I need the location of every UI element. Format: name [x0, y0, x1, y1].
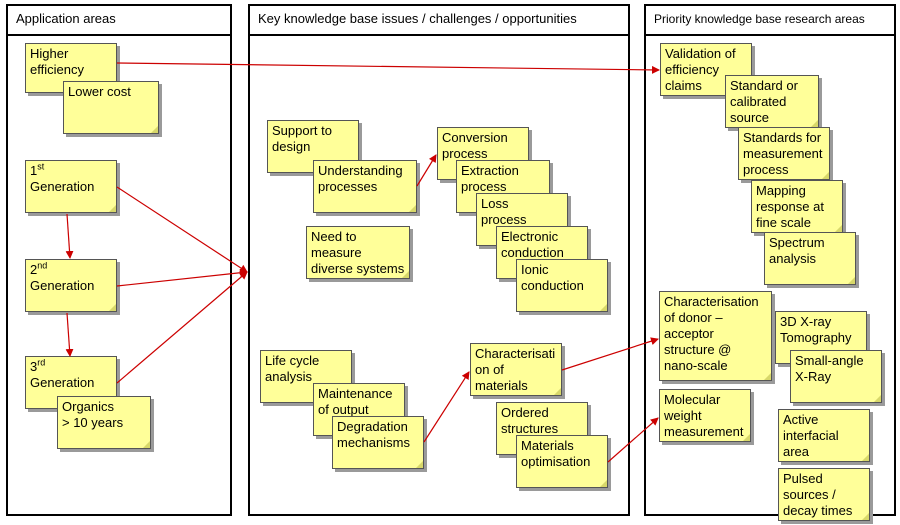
note-lower-cost[interactable]: Lower cost [63, 81, 159, 134]
note-characterisation-of-materials[interactable]: Characterisati on of materials [470, 343, 562, 396]
note-text: Ordered structures [501, 405, 559, 436]
note-text: Pulsed sources / decay times [783, 471, 853, 518]
note-text: Extraction process [461, 163, 519, 194]
note-ionic-conduction[interactable]: Ionic conduction [516, 259, 608, 312]
note-text: 2nd [30, 260, 48, 277]
note-standards-for-measurement-process[interactable]: Standards for measurement process [738, 127, 830, 180]
panel-title: Key knowledge base issues / challenges /… [250, 6, 628, 36]
note-text: Maintenance of output [318, 386, 393, 417]
note-text: Ionic conduction [521, 262, 584, 293]
note-text: Generation [30, 179, 95, 194]
note-text: Generation [30, 278, 95, 293]
note-pulsed-sources[interactable]: Pulsed sources / decay times [778, 468, 870, 521]
note-standard-or-calibrated-source[interactable]: Standard or calibrated source [725, 75, 819, 128]
note-text: Degradation mechanisms [337, 419, 410, 450]
note-1st-generation[interactable]: 1st Generation [25, 160, 117, 213]
note-2nd-generation[interactable]: 2nd Generation [25, 259, 117, 312]
note-understanding-processes[interactable]: Understanding processes [313, 160, 417, 213]
note-text: Lower cost [68, 84, 131, 99]
note-text: 1st [30, 161, 45, 178]
note-text: Active interfacial area [783, 412, 839, 459]
note-text: Generation [30, 375, 95, 390]
note-text: 3D X-ray Tomography [780, 314, 852, 345]
note-text: Electronic conduction [501, 229, 564, 260]
note-text: Validation of efficiency claims [665, 46, 736, 93]
note-mapping-response[interactable]: Mapping response at fine scale [751, 180, 843, 233]
note-donor-acceptor-structure[interactable]: Characterisation of donor – acceptor str… [659, 291, 772, 381]
note-text: Life cycle analysis [265, 353, 320, 384]
note-text: 3rd [30, 357, 46, 374]
note-text: Standard or calibrated source [730, 78, 798, 125]
note-text: Spectrum analysis [769, 235, 825, 266]
note-text: Loss process [481, 196, 527, 227]
note-need-to-measure[interactable]: Need to measure diverse systems [306, 226, 410, 279]
note-molecular-weight-measurement[interactable]: Molecular weight measurement [659, 389, 751, 442]
note-spectrum-analysis[interactable]: Spectrum analysis [764, 232, 856, 285]
note-text: Small-angle X-Ray [795, 353, 864, 384]
note-text: Characterisati on of materials [475, 346, 556, 393]
panel-title: Priority knowledge base research areas [646, 6, 894, 36]
note-organics[interactable]: Organics > 10 years [57, 396, 151, 449]
note-active-interfacial-area[interactable]: Active interfacial area [778, 409, 870, 462]
note-text: Need to measure diverse systems [311, 229, 405, 276]
note-text: Conversion process [442, 130, 508, 161]
note-text: Higher efficiency [30, 46, 84, 77]
note-text: Understanding processes [318, 163, 403, 194]
panel-title: Application areas [8, 6, 230, 36]
note-text: Standards for measurement process [743, 130, 823, 177]
note-small-angle-xray[interactable]: Small-angle X-Ray [790, 350, 882, 403]
note-text: Organics > 10 years [62, 399, 124, 430]
note-text: Support to design [272, 123, 332, 154]
note-degradation-mechanisms[interactable]: Degradation mechanisms [332, 416, 424, 469]
note-materials-optimisation[interactable]: Materials optimisation [516, 435, 608, 488]
note-text: Mapping response at fine scale [756, 183, 824, 230]
note-text: Characterisation of donor – acceptor str… [664, 294, 759, 373]
note-text: Materials optimisation [521, 438, 591, 469]
note-text: Molecular weight measurement [664, 392, 744, 439]
